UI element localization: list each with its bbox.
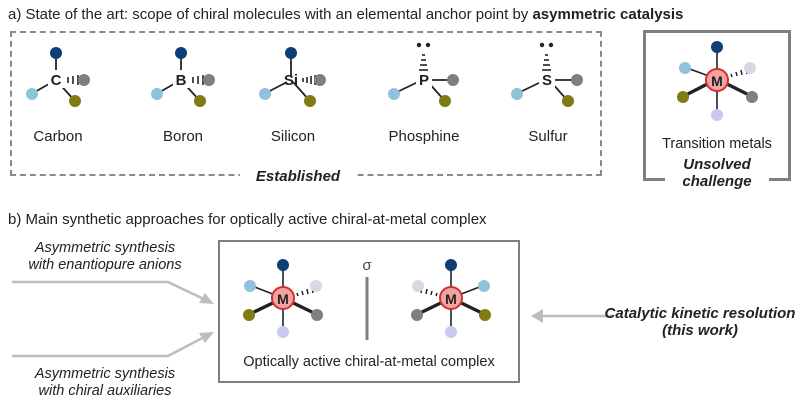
olive-ligand-dot	[243, 309, 255, 321]
mirror-symbol: σ	[362, 257, 372, 274]
complex-left: M	[243, 259, 323, 338]
atom-label-sulfur: Sulfur	[528, 128, 568, 145]
left-bottom-line1: Asymmetric synthesis	[34, 366, 176, 382]
lone-pair-dot	[425, 42, 431, 48]
gray-ligand-dot	[203, 74, 215, 86]
olive-ligand-dot	[304, 95, 316, 107]
navy-ligand-dot	[175, 47, 187, 59]
atom-label-silicon: Silicon	[270, 128, 316, 145]
lightblue-ligand-dot	[259, 88, 271, 100]
carbon-atom-bg	[48, 70, 64, 88]
sulfur-molecule: S	[511, 42, 583, 107]
navy-ligand-dot	[285, 47, 297, 59]
lightblue-ligand-dot	[679, 62, 691, 74]
sulfur-hash-bond-up	[542, 54, 551, 71]
phosphine-molecule: P	[388, 42, 459, 107]
left-top-line1: Asymmetric synthesis	[34, 240, 176, 256]
navy-ligand-dot	[50, 47, 62, 59]
gray-ligand-dot	[411, 309, 423, 321]
silicon-molecule: Si	[259, 47, 326, 107]
olive-ligand-dot	[69, 95, 81, 107]
unsolved-line2: challenge	[682, 173, 752, 190]
arrow-right	[531, 309, 612, 323]
lightpurple-ligand-dot	[744, 62, 756, 74]
atom-label-carbon: Carbon	[33, 128, 83, 145]
boron-atom-symbol: B	[176, 72, 187, 89]
carbon-atom-symbol: C	[51, 72, 62, 89]
complex-right: M	[411, 259, 491, 338]
olive-ligand-dot	[439, 95, 451, 107]
silicon-hash-bond	[302, 75, 316, 85]
boron-hash-bond	[187, 75, 204, 85]
right-line1: Catalytic kinetic resolution	[604, 305, 796, 322]
lightblue-ligand-dot	[511, 88, 523, 100]
left-top-line2: with enantiopure anions	[28, 257, 182, 273]
lightblue-ligand-dot	[388, 88, 400, 100]
atom-label-boron: Boron	[162, 128, 204, 145]
phosphine-atom-bg	[416, 71, 432, 89]
right-text: Catalytic kinetic resolution (this work)	[600, 305, 800, 339]
lightblue-ligand-dot	[26, 88, 38, 100]
unsolved-label: Unsolved challenge	[665, 156, 769, 190]
arrow-bottom-left	[12, 332, 214, 358]
lightblue-ligand-dot	[478, 280, 490, 292]
lavender-ligand-dot	[711, 109, 723, 121]
established-label: Established	[240, 168, 356, 185]
gray-ligand-dot	[571, 74, 583, 86]
gray-ligand-dot	[311, 309, 323, 321]
transition-metal-complex: M	[677, 41, 758, 121]
lightpurple-ligand-dot	[310, 280, 322, 292]
boron-atom-bg	[173, 70, 189, 88]
lavender-ligand-dot	[445, 326, 457, 338]
section-a-header: a) State of the art: scope of chiral mol…	[8, 6, 683, 23]
navy-ligand-dot	[711, 41, 723, 53]
lightblue-ligand-dot	[151, 88, 163, 100]
section-a-header-text: a) State of the art: scope of chiral mol…	[8, 6, 533, 23]
gray-ligand-dot	[746, 91, 758, 103]
navy-ligand-dot	[445, 259, 457, 271]
olive-ligand-dot	[677, 91, 689, 103]
lavender-ligand-dot	[277, 326, 289, 338]
gray-ligand-dot	[447, 74, 459, 86]
gray-ligand-dot	[78, 74, 90, 86]
olive-ligand-dot	[194, 95, 206, 107]
lightblue-ligand-dot	[244, 280, 256, 292]
olive-ligand-dot	[562, 95, 574, 107]
section-a-header-bold: asymmetric catalysis	[532, 6, 684, 23]
arrow-top-left	[12, 280, 214, 304]
unsolved-line1: Unsolved	[683, 156, 751, 173]
left-bottom-line2: with chiral auxiliaries	[38, 383, 172, 399]
metal-symbol: M	[445, 291, 457, 307]
right-line2: (this work)	[662, 322, 738, 339]
complex-box	[218, 240, 520, 383]
section-b-header: b) Main synthetic approaches for optical…	[8, 211, 487, 228]
metal-symbol: M	[711, 73, 723, 89]
metal-center	[271, 286, 295, 310]
lone-pair-dot	[539, 42, 545, 48]
silicon-atom-symbol: Si	[284, 72, 298, 89]
lone-pair-dot	[416, 42, 422, 48]
sulfur-atom-bg	[539, 71, 555, 89]
olive-ligand-dot	[479, 309, 491, 321]
metal-center	[705, 68, 729, 92]
gray-ligand-dot	[314, 74, 326, 86]
navy-ligand-dot	[277, 259, 289, 271]
carbon-molecule: C	[26, 47, 90, 107]
metal-symbol: M	[277, 291, 289, 307]
carbon-hash-bond	[62, 75, 79, 85]
transition-metal-label: Transition metals	[662, 136, 772, 152]
metal-center	[439, 286, 463, 310]
left-bottom-text: Asymmetric synthesis with chiral auxilia…	[10, 366, 200, 400]
boron-molecule: B	[151, 47, 215, 107]
sulfur-atom-symbol: S	[542, 72, 552, 89]
lightpurple-ligand-dot	[412, 280, 424, 292]
lone-pair-dot	[548, 42, 554, 48]
phosphine-atom-symbol: P	[419, 72, 429, 89]
phosphine-hash-bond-up	[419, 54, 428, 71]
atom-label-phosphine: Phosphine	[388, 128, 460, 145]
left-top-text: Asymmetric synthesis with enantiopure an…	[10, 240, 200, 274]
complex-label: Optically active chiral-at-metal complex	[243, 354, 495, 370]
